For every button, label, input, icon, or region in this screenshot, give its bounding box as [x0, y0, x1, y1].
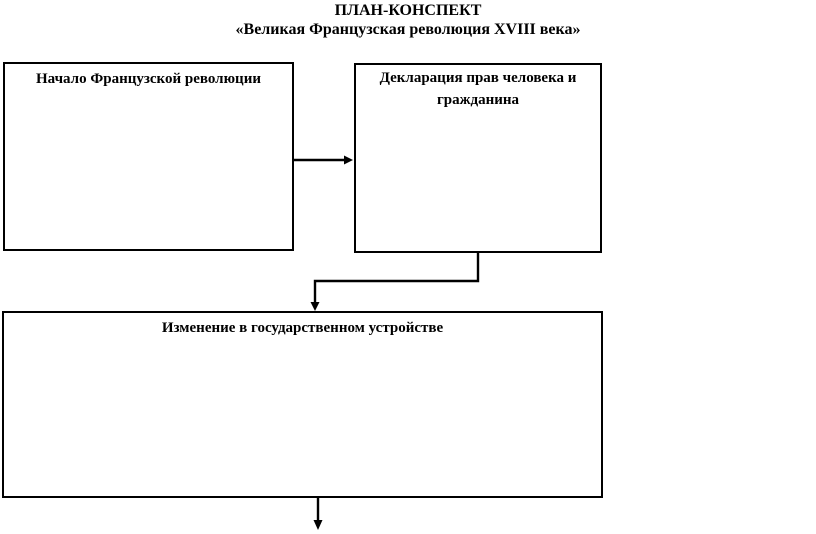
flowchart-box-start: Начало Французской революции	[3, 62, 294, 251]
arrow-start-to-declaration	[294, 155, 353, 165]
flowchart-box-state-change-label: Изменение в государственном устройстве	[161, 320, 444, 336]
flowchart-box-declaration-label: Декларация прав человека и гражданина	[379, 70, 577, 108]
arrow-state-change-down	[313, 498, 323, 530]
flowchart-box-start-label: Начало Французской революции	[36, 71, 261, 87]
flowchart-box-declaration: Декларация прав человека и гражданина	[354, 63, 602, 253]
page-title: ПЛАН-КОНСПЕКТ	[334, 2, 482, 19]
flowchart-box-state-change: Изменение в государственном устройстве	[2, 311, 603, 498]
page-subtitle: «Великая Французская революция XVIII век…	[235, 21, 581, 38]
arrow-declaration-to-state-change	[310, 253, 480, 311]
